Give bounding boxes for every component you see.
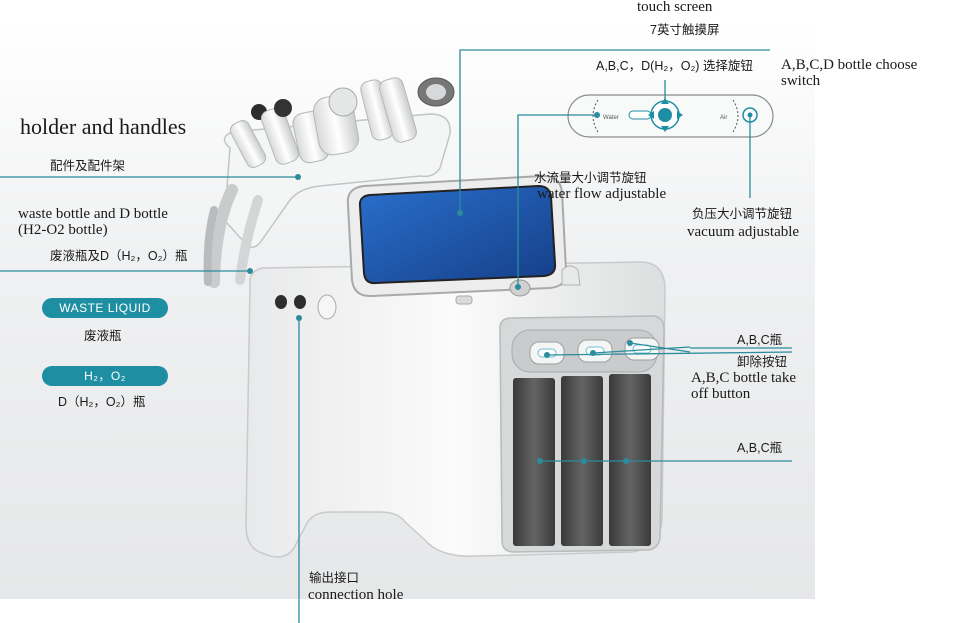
water-flow-label-cn: 水流量大小调节旋钮 (534, 171, 647, 185)
takeoff-label-en-1: A,B,C bottle take (691, 370, 796, 386)
abcd-switch-label-en-2: switch (781, 73, 821, 89)
leader-touch-screen (459, 49, 770, 213)
waste-label-cn: 废液瓶及D（H₂，O₂）瓶 (50, 249, 188, 263)
power-button (317, 294, 337, 320)
vacuum-label-en: vacuum adjustable (687, 224, 800, 240)
panel-water-text: Water (603, 115, 619, 121)
connection-hole-2 (294, 295, 306, 309)
holder-label-en: holder and handles (20, 114, 187, 139)
takeoff-label-en-2: off button (691, 386, 751, 402)
leader-dots (247, 112, 633, 464)
vacuum-label-cn: 负压大小调节旋钮 (692, 207, 793, 221)
connection-label-en: connection hole (308, 587, 404, 603)
control-panel-inset: Water Air (567, 94, 774, 138)
abc-bottle-label-cn-1: A,B,C瓶 (737, 333, 783, 347)
h2o2-pill: H₂，O₂ (42, 366, 168, 386)
handles (229, 77, 455, 168)
abcd-switch-label-en-1: A,B,C,D bottle choose (781, 57, 918, 73)
bottle-a (513, 378, 555, 546)
leader-water-flow (517, 114, 597, 287)
bottle-c (609, 374, 651, 546)
abcd-switch-label-cn: A,B,C，D(H₂，O₂) 选择旋钮 (596, 59, 753, 73)
takeoff-label-cn: 卸除按钮 (737, 355, 788, 369)
waste-liquid-desc: 废液瓶 (84, 329, 122, 343)
waste-liquid-pill: WASTE LIQUID (42, 298, 168, 318)
h2o2-desc: D（H₂，O₂）瓶 (58, 395, 146, 409)
panel-air-text: Air (720, 115, 727, 121)
connection-label-cn: 输出接口 (309, 571, 360, 585)
leader-takeoff-a (546, 351, 793, 356)
touch-screen-label-cn: 7英寸触摸屏 (650, 23, 720, 37)
touch-screen-label-en: touch screen (637, 0, 713, 15)
holder-label-cn: 配件及配件架 (50, 159, 126, 173)
connection-hole-1 (275, 295, 287, 309)
water-flow-label-en: water flow adjustable (537, 186, 667, 202)
abc-bottle-label-cn-2: A,B,C瓶 (737, 441, 783, 455)
waste-label-en-2: (H2-O2 bottle) (18, 222, 108, 238)
leader-lines (0, 49, 793, 623)
waste-label-en-1: waste bottle and D bottle (18, 206, 168, 222)
touch-screen (358, 184, 557, 285)
